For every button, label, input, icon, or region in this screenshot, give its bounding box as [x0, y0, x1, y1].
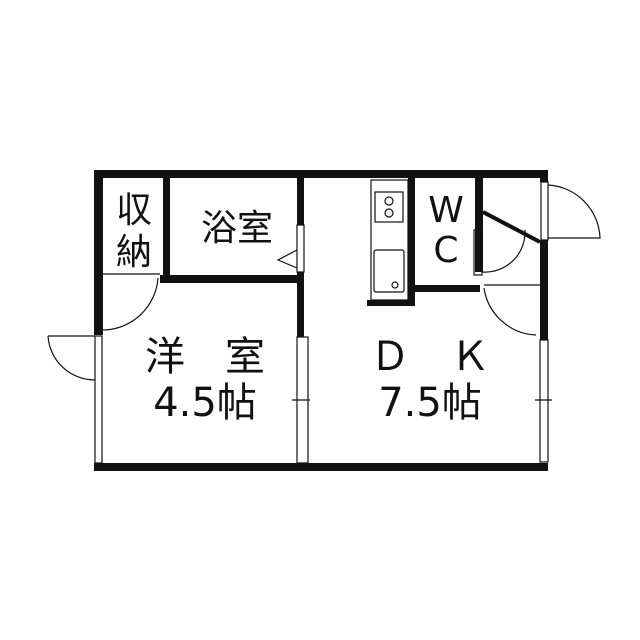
storage-label-1: 収 [116, 190, 152, 231]
kitchen-counter [370, 179, 409, 301]
wc-label-1: W [428, 190, 464, 231]
dk-name: Ｄ Ｋ [370, 334, 490, 380]
dk-size: 7.5帖 [378, 380, 482, 426]
stove-icon [374, 191, 404, 223]
windows-and-doors [47, 181, 601, 464]
sink-icon [373, 249, 405, 293]
walls [94, 170, 548, 471]
western-room-name: 洋 室 [145, 334, 265, 380]
bath-label: 浴室 [201, 208, 273, 249]
storage-label-2: 納 [116, 232, 152, 273]
wc-label-2: C [433, 230, 458, 271]
western-room-size: 4.5帖 [153, 380, 257, 426]
